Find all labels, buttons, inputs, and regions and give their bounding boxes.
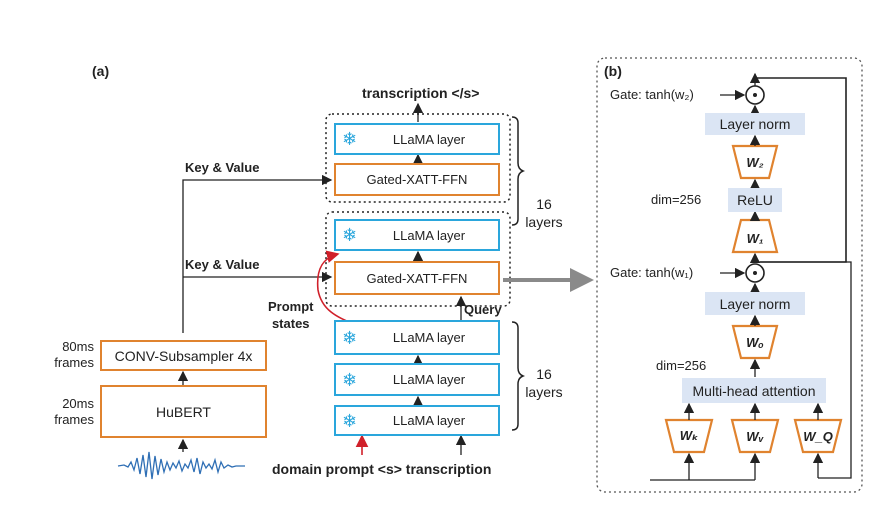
snowflake-icon: ❄ — [342, 369, 358, 390]
gated-label: Gated-XATT-FFN — [366, 270, 468, 286]
relu-label: ReLU — [737, 192, 773, 208]
layer-norm-top: Layer norm — [705, 113, 805, 135]
w2-label: W₂ — [746, 154, 764, 170]
frames-80: 80ms frames — [46, 339, 94, 371]
wv-label: Wᵥ — [746, 428, 764, 444]
bottom-group-outline — [325, 211, 511, 307]
w2-trapezoid — [731, 144, 779, 180]
llama-layer-label: LLaMA layer — [392, 330, 466, 345]
wv-trapezoid — [730, 418, 780, 454]
llama-layer-bottom-1: ❄ LLaMA layer — [334, 320, 500, 355]
input-label: domain prompt <s> transcription — [272, 461, 492, 477]
conv-label: CONV-Subsampler 4x — [114, 347, 253, 364]
frames-80-word: frames — [54, 355, 94, 370]
hubert-block: HuBERT — [100, 385, 267, 438]
conv-subsampler: CONV-Subsampler 4x — [100, 340, 267, 371]
layers-top-count: 16 — [536, 196, 552, 212]
gate-top-label: Gate: tanh(w₂) — [610, 87, 694, 102]
layer-norm-label: Layer norm — [719, 295, 791, 312]
key-value-top: Key & Value — [185, 160, 260, 175]
layers-bottom-word: layers — [525, 384, 563, 400]
gate-bottom-label: Gate: tanh(w₁) — [610, 265, 694, 280]
llama-layer-label: LLaMA layer — [392, 131, 466, 147]
w1-label: W₁ — [746, 230, 764, 246]
output-label: transcription </s> — [362, 85, 480, 101]
wq-trapezoid — [793, 418, 843, 454]
frames-80-value: 80ms — [62, 339, 94, 354]
key-value-bottom: Key & Value — [185, 257, 260, 272]
multi-head-attention: Multi-head attention — [682, 378, 826, 403]
llama-layer-bottom-2: ❄ LLaMA layer — [334, 363, 500, 396]
layer-norm-bottom: Layer norm — [705, 292, 805, 315]
wk-label: Wₖ — [679, 428, 699, 443]
wo-trapezoid — [731, 324, 779, 360]
snowflake-icon: ❄ — [342, 327, 358, 348]
wo-label: Wₒ — [746, 334, 764, 350]
prompt-states-label: Prompt states — [268, 299, 314, 331]
llama-layer-label: LLaMA layer — [392, 413, 466, 428]
wk-trapezoid — [664, 418, 714, 454]
gated-xatt-ffn-bottom: Gated-XATT-FFN — [334, 261, 500, 295]
llama-layer-label: LLaMA layer — [392, 227, 466, 243]
snowflake-icon: ❄ — [342, 410, 358, 431]
brace-bottom — [511, 321, 526, 431]
panel-b-tag: (b) — [604, 63, 622, 79]
layers-top-word: layers — [525, 214, 563, 230]
dim-top: dim=256 — [651, 192, 702, 207]
layers-bottom-count: 16 — [536, 366, 552, 382]
brace-top — [511, 116, 526, 226]
relu-block: ReLU — [728, 188, 782, 212]
gated-xatt-ffn-top: Gated-XATT-FFN — [334, 163, 500, 196]
llama-layer-bottom-3: ❄ LLaMA layer — [334, 405, 500, 436]
mha-label: Multi-head attention — [692, 382, 816, 399]
gated-label: Gated-XATT-FFN — [366, 172, 468, 187]
snowflake-icon: ❄ — [342, 129, 358, 149]
llama-layer-label: LLaMA layer — [392, 372, 466, 387]
snowflake-icon: ❄ — [342, 225, 358, 245]
frames-20: 20ms frames — [46, 396, 94, 428]
frames-20-word: frames — [54, 412, 94, 427]
waveform-icon — [117, 451, 245, 480]
query-label: Query — [464, 302, 502, 317]
dim-bottom: dim=256 — [656, 358, 707, 373]
layer-norm-label: Layer norm — [719, 116, 791, 132]
llama-layer-top-2: ❄ LLaMA layer — [334, 219, 500, 251]
frames-20-value: 20ms — [62, 396, 94, 411]
hubert-label: HuBERT — [156, 403, 211, 420]
panel-b-outline — [596, 57, 863, 493]
wq-label: W_Q — [803, 428, 833, 444]
panel-a-tag: (a) — [92, 63, 110, 79]
llama-layer-top-1: ❄ LLaMA layer — [334, 123, 500, 155]
